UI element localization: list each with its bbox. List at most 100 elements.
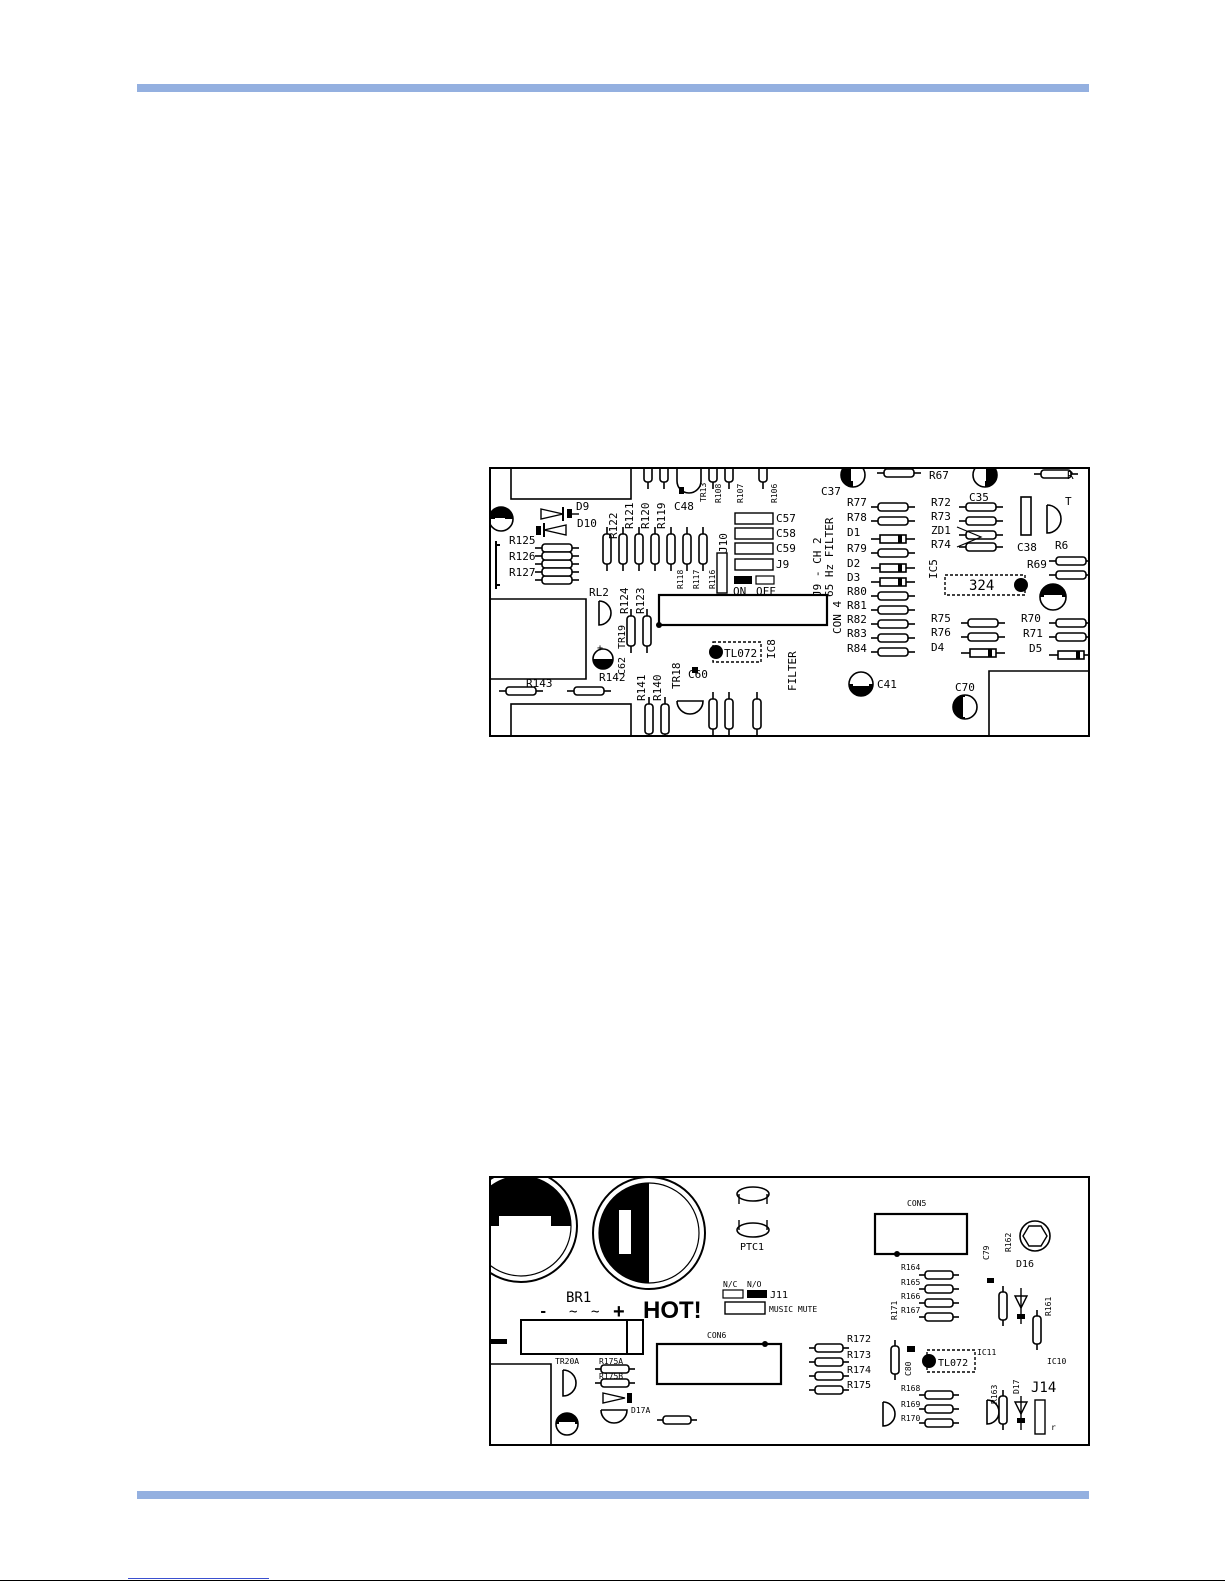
label-d3: D3 bbox=[847, 571, 860, 584]
label-d17: D17 bbox=[1012, 1379, 1021, 1394]
label-tl072-2: TL072 bbox=[938, 1358, 968, 1369]
svg-text:+: + bbox=[597, 643, 603, 654]
label-r175: R175 bbox=[847, 1380, 871, 1391]
svg-text:r: r bbox=[1051, 1423, 1056, 1432]
label-r6: R6 bbox=[1055, 539, 1068, 552]
label-r67: R67 bbox=[929, 469, 949, 482]
label-nc: N/C bbox=[723, 1280, 738, 1289]
footer-rule bbox=[137, 1491, 1089, 1499]
label-c38: C38 bbox=[1017, 541, 1037, 554]
label-j14: J14 bbox=[1031, 1380, 1056, 1396]
label-r69: R69 bbox=[1027, 558, 1047, 571]
label-r70: R70 bbox=[1021, 612, 1041, 625]
label-r171: R171 bbox=[890, 1301, 899, 1320]
label-c35: C35 bbox=[969, 491, 989, 504]
label-d17a: D17A bbox=[631, 1406, 650, 1415]
label-r163: R163 bbox=[990, 1385, 999, 1404]
header-rule bbox=[137, 84, 1089, 92]
label-r82: R82 bbox=[847, 613, 867, 626]
label-d4: D4 bbox=[931, 641, 945, 654]
label-br1-minus: - bbox=[539, 1304, 547, 1320]
label-r119: R119 bbox=[655, 503, 668, 530]
label-r116: R116 bbox=[708, 570, 717, 589]
label-d10: D10 bbox=[577, 517, 597, 530]
label-r121: R121 bbox=[623, 503, 636, 530]
label-r164: R164 bbox=[901, 1263, 920, 1272]
label-r140: R140 bbox=[651, 675, 664, 702]
label-r72: R72 bbox=[931, 496, 951, 509]
label-r167: R167 bbox=[901, 1306, 920, 1315]
label-r123: R123 bbox=[634, 588, 647, 615]
pcb-layout-2: BR1 - ~ ~ + HOT! TR20A R175A R175B D17A … bbox=[491, 1178, 1066, 1444]
label-c41: C41 bbox=[877, 678, 897, 691]
label-con6: CON6 bbox=[707, 1331, 726, 1340]
label-r107: R107 bbox=[736, 484, 745, 503]
label-r83: R83 bbox=[847, 627, 867, 640]
label-r106: R106 bbox=[770, 484, 779, 503]
label-d9: D9 bbox=[576, 500, 589, 513]
label-r118: R118 bbox=[676, 570, 685, 589]
label-hot: HOT! bbox=[643, 1297, 702, 1324]
label-j10: J10 bbox=[717, 533, 730, 553]
label-r78: R78 bbox=[847, 511, 867, 524]
label-zd1: ZD1 bbox=[931, 524, 951, 537]
label-r172: R172 bbox=[847, 1334, 871, 1345]
label-r76: R76 bbox=[931, 626, 951, 639]
pcb-diagram-filter: D9 D10 R125 R126 R127 RL2 + C62 TR19 R14… bbox=[489, 467, 1090, 737]
label-r161: R161 bbox=[1044, 1297, 1053, 1316]
label-r127: R127 bbox=[509, 566, 536, 579]
label-r117: R117 bbox=[692, 570, 701, 589]
label-tr13: TR13 bbox=[699, 483, 708, 502]
label-ic10: IC10 bbox=[1047, 1357, 1066, 1366]
label-c62: C62 bbox=[617, 657, 628, 675]
label-ic5-value: 324 bbox=[969, 578, 994, 594]
label-t-edge: T bbox=[1065, 495, 1072, 508]
label-c60: C60 bbox=[688, 668, 708, 681]
label-filter: FILTER bbox=[786, 651, 799, 691]
label-j9: J9 bbox=[776, 558, 789, 571]
label-c37: C37 bbox=[821, 485, 841, 498]
label-r80: R80 bbox=[847, 585, 867, 598]
label-r174: R174 bbox=[847, 1365, 871, 1376]
label-ic11: IC11 bbox=[977, 1348, 996, 1357]
label-r168: R168 bbox=[901, 1384, 920, 1393]
label-r170: R170 bbox=[901, 1414, 920, 1423]
label-r173: R173 bbox=[847, 1350, 871, 1361]
label-br1-tilde2: ~ bbox=[591, 1304, 599, 1320]
label-d16: D16 bbox=[1016, 1259, 1034, 1270]
label-br1-tilde1: ~ bbox=[569, 1304, 577, 1320]
label-c57: C57 bbox=[776, 512, 796, 525]
label-r124: R124 bbox=[618, 587, 631, 614]
footer-link-underline[interactable] bbox=[128, 1578, 269, 1579]
label-r108: R108 bbox=[714, 484, 723, 503]
label-d5: D5 bbox=[1029, 642, 1042, 655]
label-no: N/O bbox=[747, 1280, 762, 1289]
label-tr19: TR19 bbox=[617, 625, 628, 649]
label-r125: R125 bbox=[509, 534, 536, 547]
label-con5: CON5 bbox=[907, 1199, 926, 1208]
label-r175b: R175B bbox=[599, 1372, 623, 1381]
label-r169: R169 bbox=[901, 1400, 920, 1409]
label-c59: C59 bbox=[776, 542, 796, 555]
label-r175a: R175A bbox=[599, 1357, 623, 1366]
label-filter-note: 65 Hz FILTER bbox=[823, 517, 836, 597]
label-c70: C70 bbox=[955, 681, 975, 694]
label-ic8: IC8 bbox=[765, 639, 778, 659]
label-r79: R79 bbox=[847, 542, 867, 555]
page-edge-line bbox=[0, 1580, 1225, 1581]
label-music-mute: MUSIC MUTE bbox=[769, 1305, 817, 1314]
label-r143: R143 bbox=[526, 677, 553, 690]
label-r81: R81 bbox=[847, 599, 867, 612]
label-ptc1: PTC1 bbox=[740, 1242, 764, 1253]
label-tr18: TR18 bbox=[670, 663, 683, 690]
label-r126: R126 bbox=[509, 550, 536, 563]
label-j11: J11 bbox=[770, 1290, 788, 1301]
label-r120: R120 bbox=[639, 503, 652, 530]
label-r77: R77 bbox=[847, 496, 867, 509]
label-r165: R165 bbox=[901, 1278, 920, 1287]
label-r166: R166 bbox=[901, 1292, 920, 1301]
label-r-edge: R bbox=[1067, 469, 1074, 482]
label-ic5: IC5 bbox=[927, 559, 940, 579]
label-tr20a: TR20A bbox=[555, 1357, 579, 1366]
label-tl072: TL072 bbox=[724, 647, 757, 660]
